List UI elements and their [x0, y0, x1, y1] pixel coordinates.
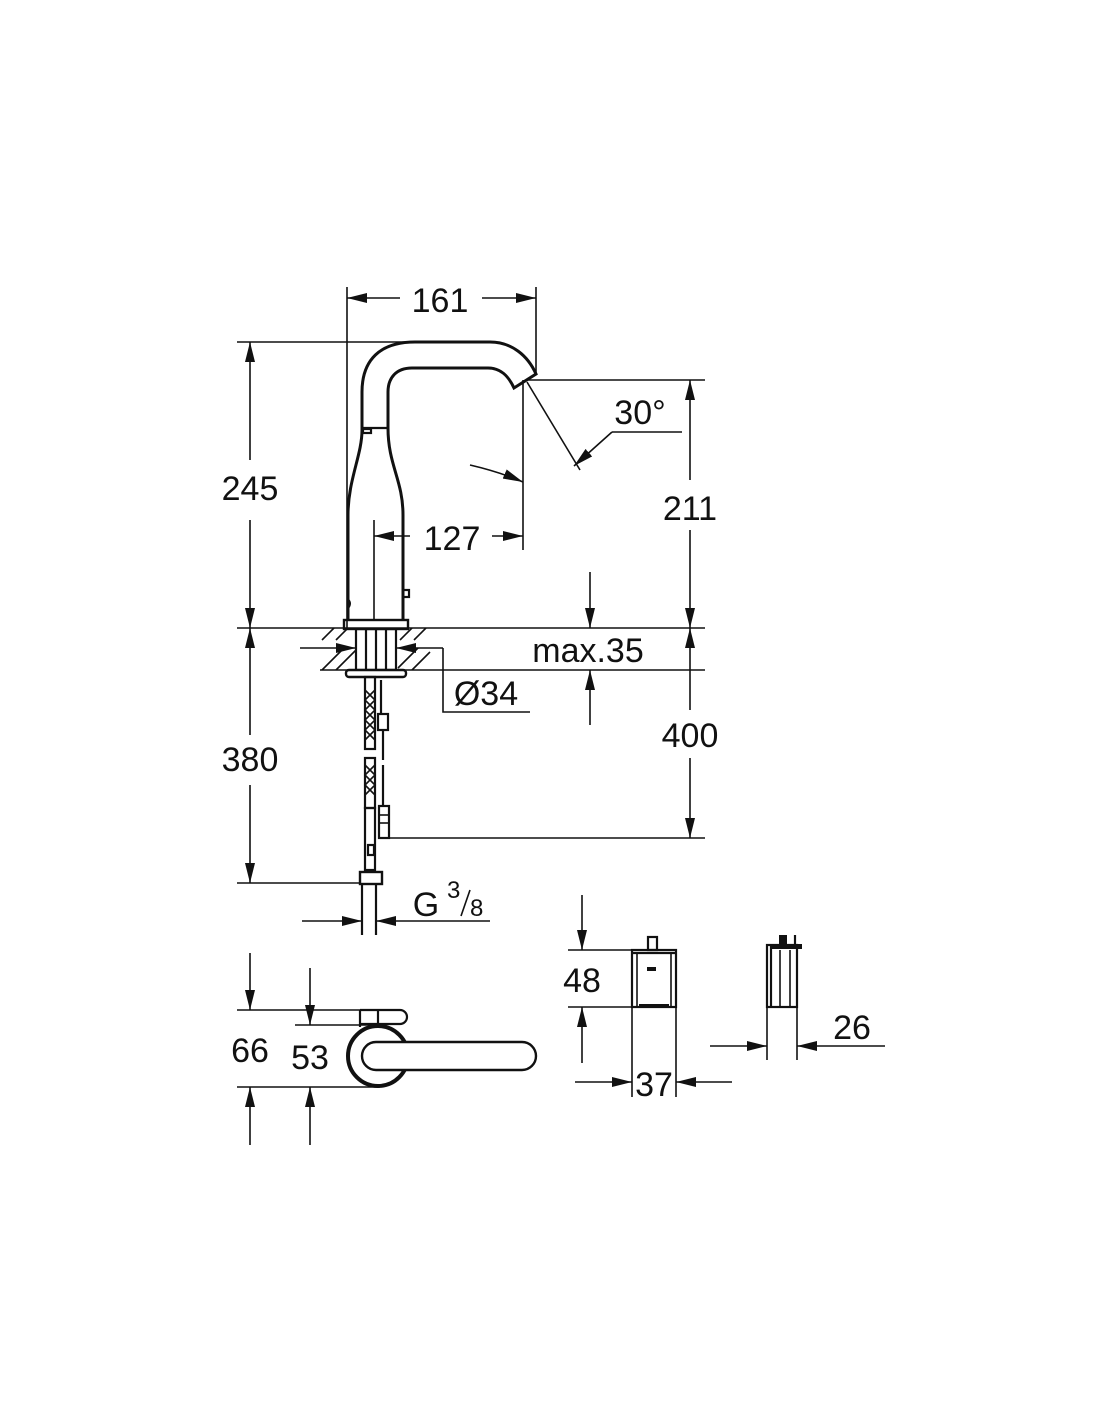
- dim-26: 26: [710, 1007, 885, 1060]
- dim-g-3-8: G 3 8: [302, 877, 490, 926]
- sensor-module-side: [765, 935, 802, 1009]
- handle-top-view: [346, 1008, 538, 1088]
- dim-diameter-34: Ø34: [300, 643, 530, 713]
- dim-37: 37: [575, 1007, 732, 1104]
- dim-label-37: 37: [635, 1066, 673, 1104]
- dim-245: 245: [222, 341, 410, 628]
- dim-label-max35: max.35: [532, 632, 644, 670]
- dim-label-400: 400: [662, 717, 719, 755]
- dim-label-66: 66: [231, 1032, 269, 1070]
- dim-label-380: 380: [222, 741, 279, 779]
- dim-label-g: G: [413, 886, 439, 924]
- dim-label-26: 26: [833, 1009, 871, 1047]
- sensor-module-front: [630, 935, 678, 1009]
- faucet-side-view: [342, 340, 538, 631]
- dim-53: 53: [291, 968, 370, 1145]
- dim-211: 211: [527, 379, 717, 628]
- supply-hose: [358, 675, 391, 935]
- dim-label-245: 245: [222, 470, 279, 508]
- dim-400: 400: [390, 628, 719, 839]
- dim-label-34: Ø34: [454, 675, 518, 713]
- dim-127: 127: [373, 380, 524, 620]
- dim-max-35: max.35: [532, 572, 644, 725]
- dim-label-127: 127: [424, 520, 481, 558]
- dim-48: 48: [563, 895, 632, 1063]
- dim-label-48: 48: [563, 962, 601, 1000]
- dim-label-g-num: 3: [447, 877, 460, 904]
- dim-161: 161: [346, 282, 537, 628]
- dim-label-30: 30°: [614, 394, 665, 432]
- dim-label-161: 161: [412, 282, 469, 320]
- dim-380: 380: [222, 628, 360, 884]
- dim-label-g-den: 8: [470, 895, 483, 922]
- dim-label-53: 53: [291, 1039, 329, 1077]
- dim-label-211: 211: [663, 490, 717, 528]
- dim-30-degree: 30°: [469, 381, 682, 483]
- counter-section: [237, 627, 705, 679]
